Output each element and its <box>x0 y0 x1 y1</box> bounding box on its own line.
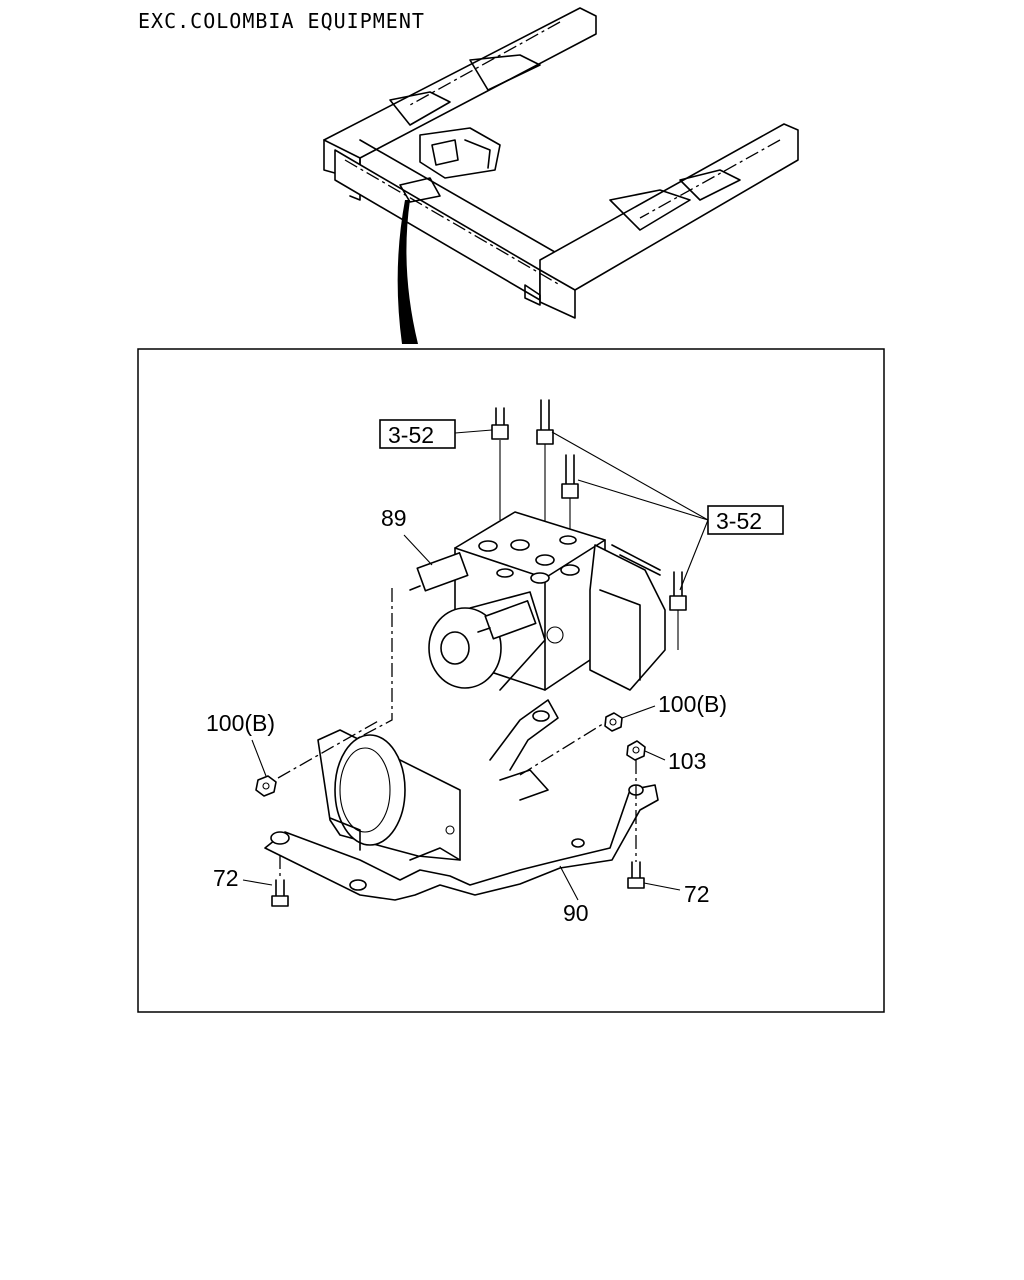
pipe-connectors <box>491 399 687 650</box>
pipe-ref-box-right <box>707 505 784 535</box>
nut-100b-right <box>604 712 623 732</box>
pipe-ref-right-label: 3-52 <box>716 508 762 534</box>
callout-89: 89 <box>381 505 407 531</box>
leader-lines <box>242 429 709 901</box>
hydraulic-control-unit <box>409 511 666 691</box>
pipe-ref-left-label: 3-52 <box>388 422 434 448</box>
callout-103: 103 <box>668 748 706 774</box>
page-heading: EXC.COLOMBIA EQUIPMENT <box>138 9 425 33</box>
detail-lead-arrow <box>397 200 418 344</box>
nut-100b-left <box>255 775 277 797</box>
callout-100b-left: 100(B) <box>206 710 275 736</box>
fasteners <box>255 588 646 907</box>
detail-frame <box>137 348 885 1013</box>
nut-103 <box>626 740 646 761</box>
callout-72-left: 72 <box>213 865 239 891</box>
chassis-frame-illustration <box>323 7 799 344</box>
hcu-bracket <box>264 699 659 901</box>
callout-100b-right: 100(B) <box>658 691 727 717</box>
callout-90: 90 <box>563 900 589 926</box>
callout-72-right: 72 <box>684 881 710 907</box>
pipe-ref-box-left <box>379 419 456 449</box>
